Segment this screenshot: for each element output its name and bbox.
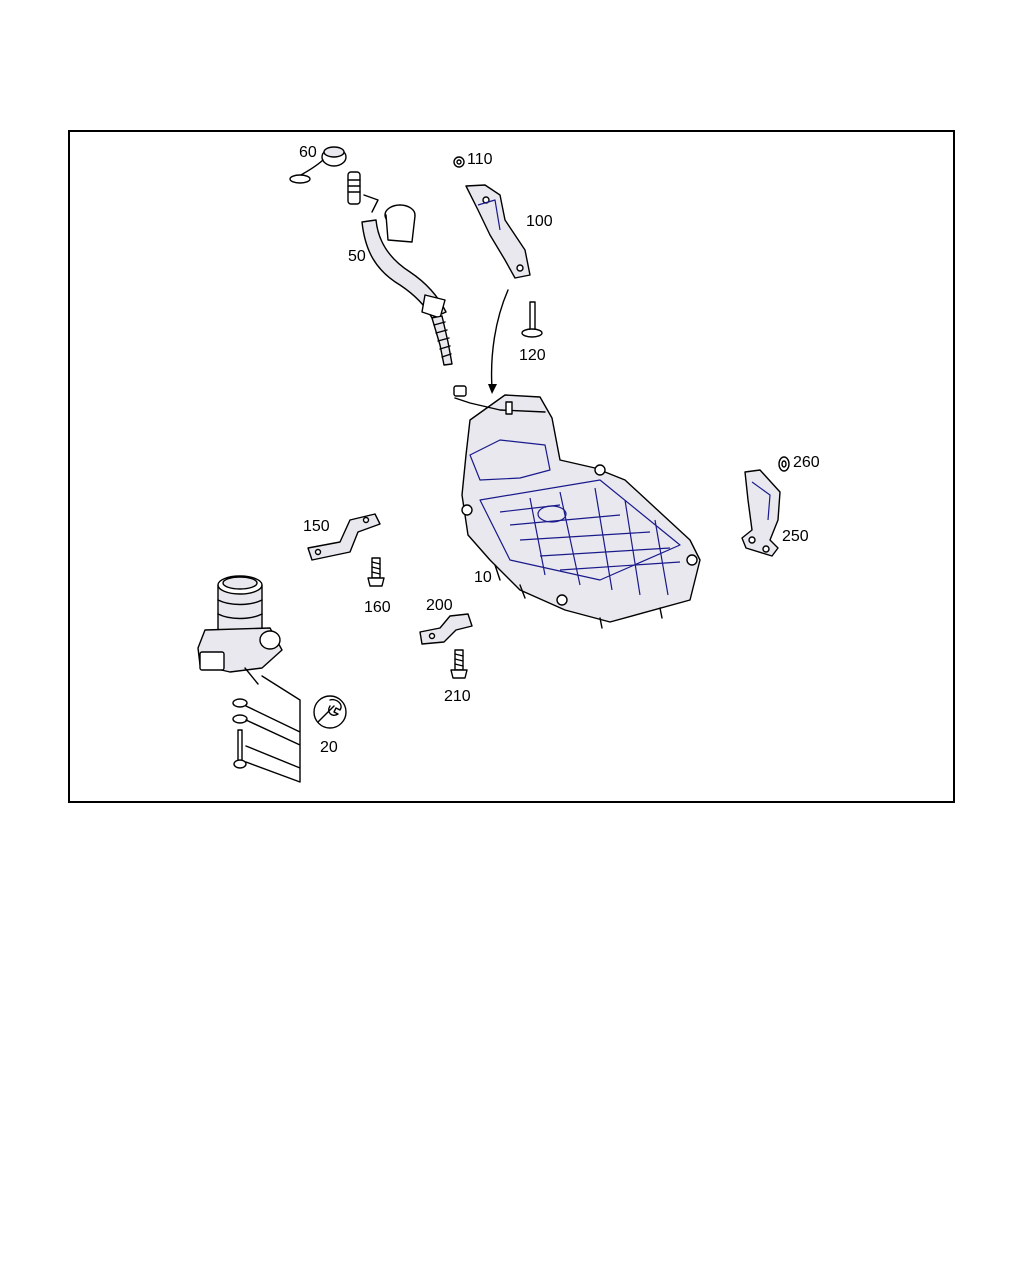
callout-250: 250 [782, 528, 809, 545]
part-110-nut [453, 156, 465, 168]
part-260-nut [778, 456, 790, 472]
part-100-bracket [465, 184, 531, 279]
part-10-tank [453, 385, 701, 629]
part-200-bracket [419, 613, 473, 645]
part-60-cap [289, 146, 347, 184]
part-120-stud [521, 301, 543, 338]
callout-150: 150 [303, 518, 330, 535]
callout-50: 50 [348, 248, 366, 265]
part-50-filler-neck [347, 171, 453, 366]
part-250-bracket [741, 469, 781, 557]
part-150-bracket [307, 513, 381, 561]
callout-160: 160 [364, 599, 391, 616]
callout-110: 110 [467, 151, 493, 168]
diagram-frame [68, 130, 955, 803]
assembly-arrowhead [488, 384, 497, 394]
callout-60: 60 [299, 144, 317, 161]
assembly-arrow [490, 289, 509, 389]
callout-100: 100 [526, 213, 553, 230]
part-20-pump [197, 575, 301, 783]
callout-120: 120 [519, 347, 546, 364]
callout-10: 10 [474, 569, 492, 586]
callout-260: 260 [793, 454, 820, 471]
part-210-bolt [450, 649, 468, 679]
callout-210: 210 [444, 688, 471, 705]
callout-200: 200 [426, 597, 453, 614]
wrench-icon [313, 695, 347, 729]
part-160-bolt [367, 557, 385, 587]
callout-20: 20 [320, 739, 338, 756]
